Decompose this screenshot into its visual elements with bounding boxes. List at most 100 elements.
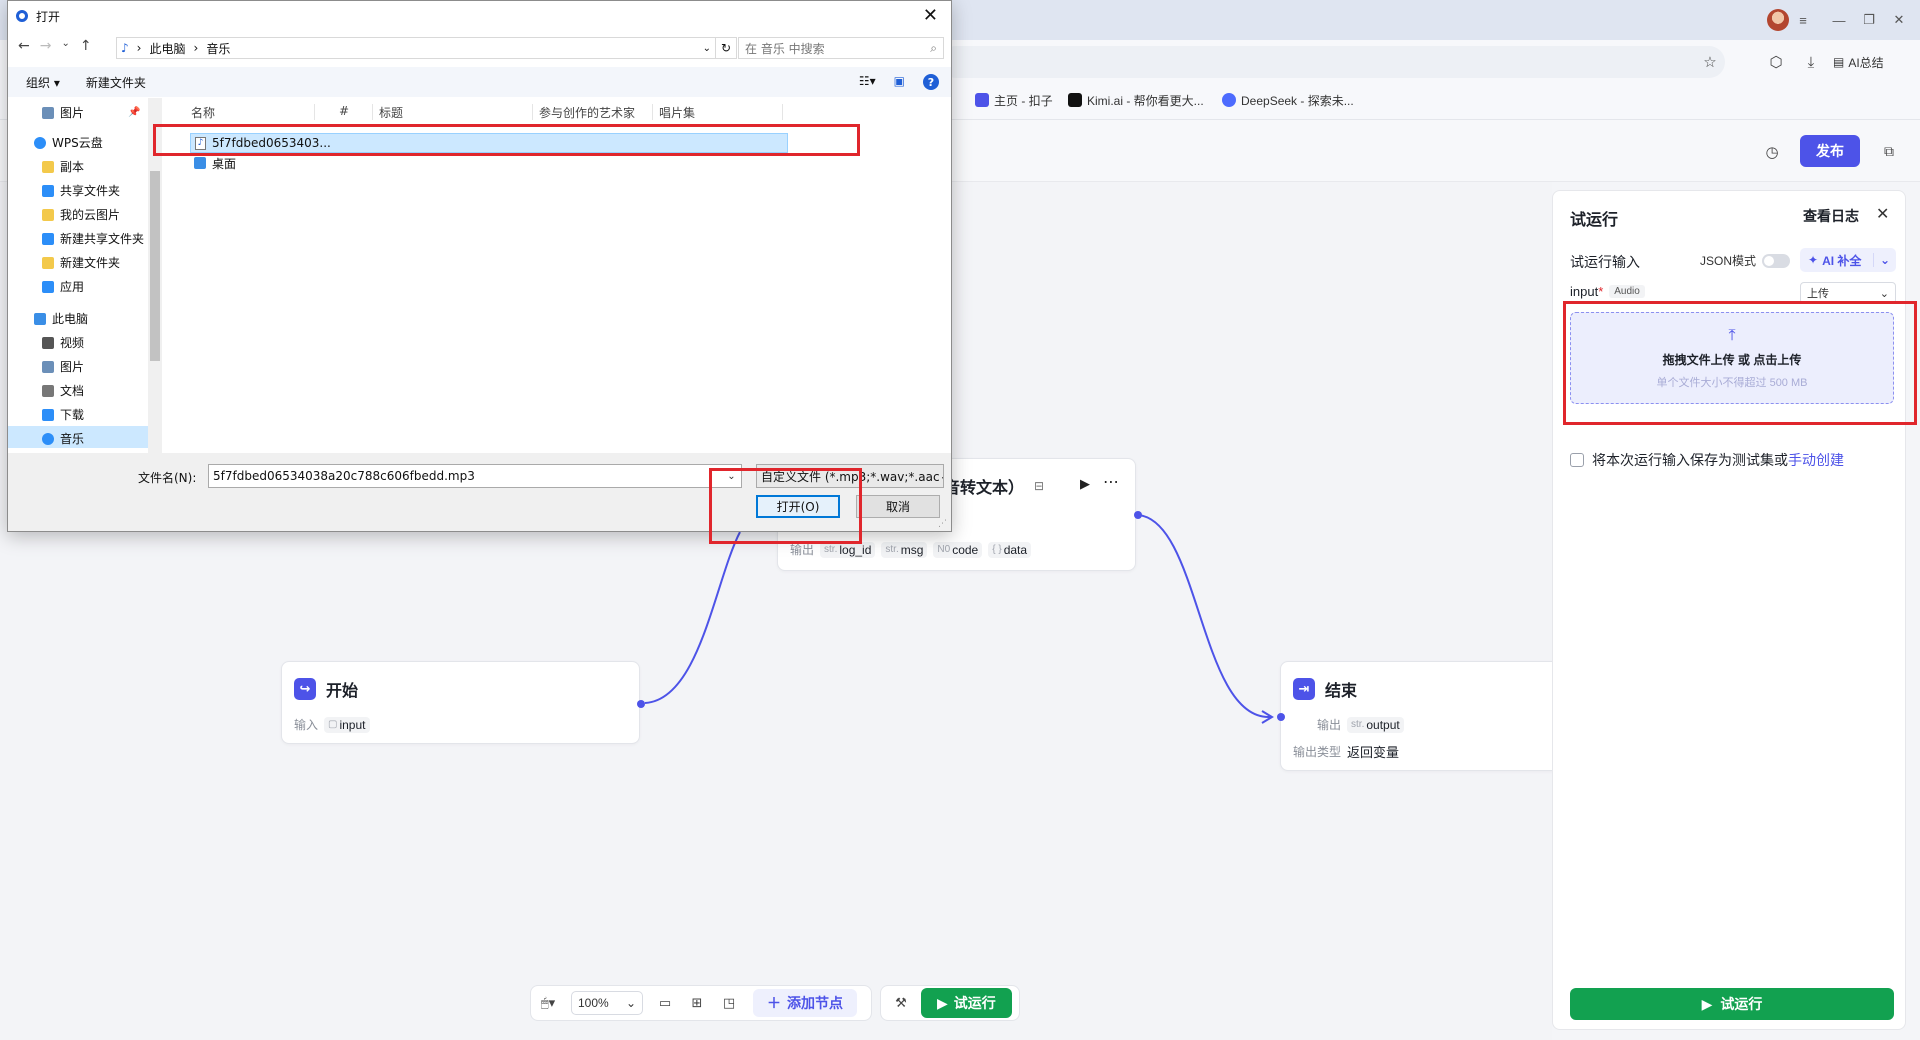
panel-run-button[interactable]: ▶ 试运行 — [1570, 988, 1894, 1020]
chevron-down-icon[interactable]: ⌄ — [1872, 253, 1896, 267]
upload-mode-value: 上传 — [1807, 288, 1829, 300]
panel-run-label: 试运行 — [1720, 996, 1763, 1012]
pictures-icon — [42, 106, 54, 119]
save-testset-checkbox[interactable] — [1570, 453, 1584, 467]
end-output-kind-value: 返回变量 — [1347, 745, 1400, 760]
nav-item-documents[interactable]: 文档 — [42, 382, 84, 399]
manual-create-link[interactable]: 手动创建 — [1788, 452, 1844, 468]
back-icon[interactable]: ← — [18, 38, 30, 54]
recent-icon[interactable]: ⌄ — [61, 38, 70, 49]
upload-icon: ⤒ — [1728, 326, 1736, 344]
close-icon[interactable]: ✕ — [1876, 206, 1890, 223]
add-node-button[interactable]: ＋添加节点 — [753, 989, 857, 1017]
nav-item-new-folder[interactable]: 新建文件夹 — [42, 254, 120, 271]
end-input-port[interactable] — [1277, 713, 1285, 721]
forward-icon[interactable]: → — [39, 38, 52, 54]
ai-fill-button[interactable]: ✦ AI 补全 ⌄ — [1800, 248, 1896, 272]
organize-button[interactable]: 组织 ▾ — [26, 75, 60, 90]
nav-item-new-shared-folder[interactable]: 新建共享文件夹 — [42, 230, 144, 247]
zoom-select[interactable]: 100%⌄ — [571, 991, 643, 1015]
bookmark-deepseek[interactable]: DeepSeek - 探索未... — [1222, 89, 1354, 111]
nav-item-apps[interactable]: 应用 — [42, 278, 84, 295]
restore-icon[interactable]: ❐ — [1863, 12, 1875, 27]
json-mode-toggle[interactable]: JSON模式 — [1700, 252, 1791, 269]
bookmark-kimi[interactable]: Kimi.ai - 帮你看更大... — [1068, 89, 1204, 111]
nav-item-wps-cloud[interactable]: WPS云盘 — [34, 134, 103, 151]
column-title[interactable]: 标题 — [373, 104, 533, 120]
nav-item-this-pc[interactable]: 此电脑 — [34, 310, 88, 327]
column-artist[interactable]: 参与创作的艺术家 — [533, 104, 653, 120]
breadcrumb-music[interactable]: 音乐 — [206, 41, 231, 56]
start-node[interactable]: ↪ 开始 输入 ▢ input — [281, 661, 640, 744]
nav-item-music[interactable]: 音乐 — [42, 430, 84, 447]
file-row-selected[interactable]: ♪ 5f7fdbed0653403... — [190, 133, 788, 153]
star-icon[interactable]: ☆ — [1703, 54, 1717, 71]
nav-item-cloud-pictures[interactable]: 我的云图片 — [42, 206, 120, 223]
view-log-link[interactable]: 查看日志 — [1803, 208, 1859, 224]
nav-item-copy[interactable]: 副本 — [42, 158, 84, 175]
minimap-icon[interactable]: ◳ — [722, 995, 736, 1010]
help-icon[interactable]: ? — [923, 74, 939, 90]
toggle-switch[interactable] — [1762, 253, 1791, 268]
template-icon[interactable]: ⊟ — [1034, 479, 1045, 493]
start-output-port[interactable] — [637, 700, 645, 708]
open-button[interactable]: 打开(O) — [756, 495, 840, 518]
close-icon[interactable]: ✕ — [922, 5, 938, 26]
preview-pane-icon[interactable]: ▣ — [893, 74, 905, 88]
comment-icon[interactable]: ▭ — [658, 995, 672, 1010]
run-node-icon[interactable]: ▶ — [1080, 476, 1090, 491]
filename-input[interactable]: 5f7fdbed06534038a20c788c606fbedd.mp3 — [208, 464, 742, 488]
dialog-search-input[interactable]: 在 音乐 中搜索 ⌕ — [738, 37, 944, 59]
column-name[interactable]: 名称 — [185, 104, 315, 120]
publish-button[interactable]: 发布 — [1800, 135, 1860, 167]
nav-item-pictures-pinned[interactable]: 图片📌 — [42, 104, 140, 121]
layout-icon[interactable]: ⊞ — [691, 995, 703, 1010]
path-breadcrumb[interactable]: ♪ › 此电脑 › 音乐 ⌄ — [116, 37, 716, 59]
ai-fill-label: AI 补全 — [1822, 253, 1862, 268]
chevron-down-icon[interactable]: ⌄ — [702, 42, 711, 54]
history-icon[interactable]: ◷ — [1765, 144, 1779, 161]
new-folder-button[interactable]: 新建文件夹 — [85, 75, 146, 90]
more-icon[interactable]: ⋯ — [1103, 474, 1119, 491]
up-icon[interactable]: ↑ — [79, 38, 92, 54]
minimize-icon[interactable]: — — [1832, 12, 1846, 28]
start-icon: ↪ — [294, 678, 316, 700]
column-number[interactable]: # — [333, 104, 373, 120]
column-album[interactable]: 唱片集 — [653, 104, 783, 120]
ai-summary-button[interactable]: ▤ AI总结 — [1833, 50, 1884, 74]
address-input[interactable] — [940, 46, 1725, 78]
nav-scroll-thumb[interactable] — [150, 171, 160, 361]
refresh-icon[interactable]: ↻ — [715, 37, 737, 59]
folder-icon — [42, 208, 54, 221]
pictures-icon — [42, 360, 54, 373]
nav-item-shared-folder[interactable]: 共享文件夹 — [42, 182, 120, 199]
breadcrumb-this-pc[interactable]: 此电脑 — [149, 41, 186, 56]
file-dropzone[interactable]: ⤒ 拖拽文件上传 或 点击上传 单个文件大小不得超过 500 MB — [1570, 312, 1894, 404]
view-options-icon[interactable]: ☷▾ — [858, 74, 876, 88]
duplicate-icon[interactable]: ⧉ — [1884, 142, 1894, 159]
nav-item-videos[interactable]: 视频 — [42, 334, 84, 351]
chevron-down-icon[interactable]: ⌄ — [727, 470, 736, 482]
profile-avatar[interactable] — [1767, 9, 1789, 31]
mouse-mode-icon[interactable]: 🖱▾ — [540, 995, 556, 1010]
download-icon[interactable]: ⤓ — [1807, 53, 1815, 71]
nav-label: 共享文件夹 — [60, 184, 121, 198]
deepseek-icon — [1222, 93, 1236, 107]
nav-item-downloads[interactable]: 下载 — [42, 406, 84, 423]
bookmark-label: DeepSeek - 探索未... — [1241, 93, 1354, 108]
bookmark-coze[interactable]: 主页 - 扣子 — [975, 89, 1053, 111]
extensions-icon[interactable]: ⬡ — [1769, 54, 1783, 71]
nav-label: 视频 — [60, 336, 85, 350]
canvas-run-button[interactable]: ▶试运行 — [921, 988, 1012, 1018]
window-close-icon[interactable]: ✕ — [1893, 12, 1905, 27]
highlight-dropzone — [1563, 301, 1917, 425]
debug-icon[interactable]: ⚒ — [895, 995, 907, 1010]
file-row[interactable]: 桌面 — [190, 153, 236, 173]
end-node[interactable]: ⇥ 结束 输出 str.output 输出类型 返回变量 — [1280, 661, 1570, 771]
menu-icon[interactable]: ≡ — [1799, 12, 1807, 28]
nav-item-pictures[interactable]: 图片 — [42, 358, 84, 375]
speech-output-port[interactable] — [1134, 511, 1142, 519]
cancel-button[interactable]: 取消 — [856, 495, 940, 518]
resize-grip-icon[interactable]: ⋰ — [938, 519, 947, 529]
